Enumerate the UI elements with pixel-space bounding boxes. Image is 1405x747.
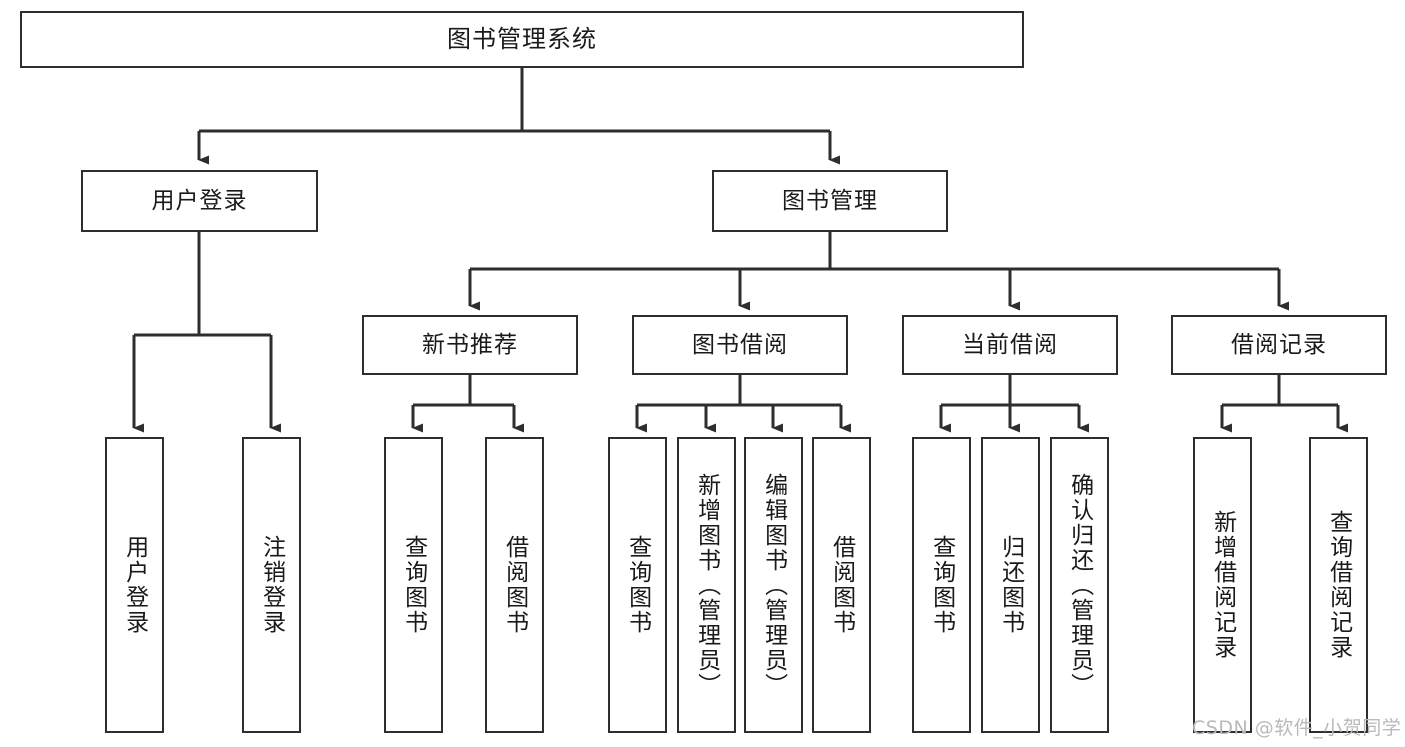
node-leaf-query-book-2[interactable]: 查询图书 [608,437,667,733]
node-root[interactable]: 图书管理系统 [20,11,1024,68]
node-leaf-query-book-1[interactable]: 查询图书 [384,437,443,733]
node-leaf-query-record[interactable]: 查询借阅记录 [1309,437,1368,733]
node-root-label: 图书管理系统 [447,24,597,53]
node-leaf-logout-label: 注销登录 [258,535,285,635]
csdn-watermark: CSDN @软件_小贺同学 [1192,713,1401,740]
node-book-borrow[interactable]: 图书借阅 [632,315,848,375]
node-leaf-borrow-book-2[interactable]: 借阅图书 [812,437,871,733]
node-leaf-user-login[interactable]: 用户登录 [105,437,164,733]
node-leaf-return-book-label: 归还图书 [997,535,1024,635]
node-leaf-query-book-3-label: 查询图书 [928,535,955,635]
node-leaf-borrow-book-1-label: 借阅图书 [501,535,528,635]
node-leaf-query-book-3[interactable]: 查询图书 [912,437,971,733]
node-leaf-add-record[interactable]: 新增借阅记录 [1193,437,1252,733]
node-leaf-confirm-return-label: 确认归还（管理员） [1066,472,1093,698]
node-current-borrow[interactable]: 当前借阅 [902,315,1118,375]
node-book-manage-label: 图书管理 [782,187,878,214]
node-user-login-label: 用户登录 [151,187,248,214]
node-user-login[interactable]: 用户登录 [81,170,318,232]
node-leaf-query-book-2-label: 查询图书 [624,535,651,635]
node-leaf-edit-book[interactable]: 编辑图书（管理员） [744,437,803,733]
node-leaf-add-record-label: 新增借阅记录 [1209,510,1236,660]
node-leaf-borrow-book-1[interactable]: 借阅图书 [485,437,544,733]
node-leaf-return-book[interactable]: 归还图书 [981,437,1040,733]
node-leaf-borrow-book-2-label: 借阅图书 [828,535,855,635]
node-leaf-add-book[interactable]: 新增图书（管理员） [677,437,736,733]
node-leaf-logout[interactable]: 注销登录 [242,437,301,733]
node-leaf-user-login-label: 用户登录 [121,535,148,635]
node-current-borrow-label: 当前借阅 [962,331,1058,358]
node-leaf-query-record-label: 查询借阅记录 [1325,510,1352,660]
node-new-book-recommend-label: 新书推荐 [422,331,518,358]
node-leaf-confirm-return[interactable]: 确认归还（管理员） [1050,437,1109,733]
node-new-book-recommend[interactable]: 新书推荐 [362,315,578,375]
node-book-borrow-label: 图书借阅 [692,331,788,358]
csdn-watermark-text: CSDN @软件_小贺同学 [1192,717,1402,739]
node-book-manage[interactable]: 图书管理 [712,170,948,232]
node-leaf-query-book-1-label: 查询图书 [400,535,427,635]
node-leaf-add-book-label: 新增图书（管理员） [693,472,720,698]
node-leaf-edit-book-label: 编辑图书（管理员） [760,472,787,698]
node-borrow-record-label: 借阅记录 [1231,331,1327,358]
node-borrow-record[interactable]: 借阅记录 [1171,315,1387,375]
